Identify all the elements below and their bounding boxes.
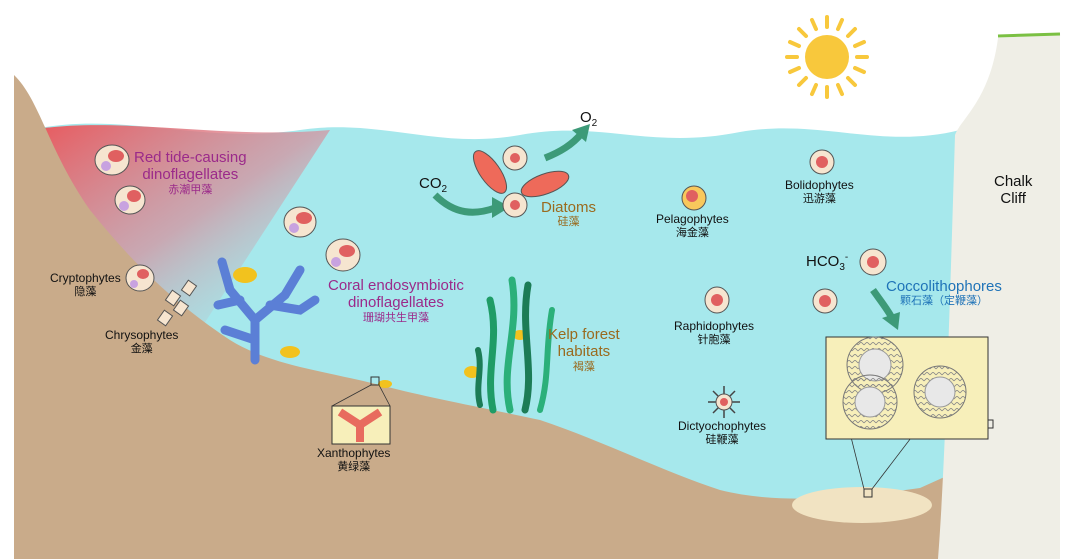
o2-main: O <box>580 109 592 126</box>
o2-label: O2 <box>580 109 597 130</box>
co2-main: CO <box>419 175 442 192</box>
cliff-grass <box>997 32 1061 38</box>
co2-label: CO2 <box>419 175 447 196</box>
red-tide-label: Red tide-causing dinoflagellates 赤潮甲藻 <box>134 149 247 196</box>
raphidophytes-en: Raphidophytes <box>674 319 755 333</box>
kelp-en: Kelp forest habitats <box>548 326 620 361</box>
chrysophyte-chain <box>156 279 198 327</box>
cryptophytes-en: Cryptophytes <box>50 271 121 285</box>
red-tide-cn: 赤潮甲藻 <box>168 183 213 196</box>
coccolith-marker <box>863 488 873 498</box>
chrysophytes-en: Chrysophytes <box>105 328 179 342</box>
xanthophytes-cn: 黄绿藻 <box>337 460 371 473</box>
hco3-main: HCO <box>806 253 840 270</box>
raphidophytes-cn: 针胞藻 <box>697 333 731 346</box>
co2-arrow-head <box>492 197 510 218</box>
coral-icon <box>213 257 320 365</box>
co2-arrow <box>432 192 497 216</box>
magnifier-inset-icon <box>331 405 391 445</box>
bolidophytes-cn: 迅游藻 <box>802 192 836 205</box>
chrysophytes-cn: 金藻 <box>130 342 153 355</box>
kelp-icon <box>475 276 555 414</box>
diatoms-label: Diatoms 硅藻 <box>541 199 596 229</box>
pelagophytes-en: Pelagophytes <box>656 212 729 226</box>
cryptophytes-label: Cryptophytes 隐藻 <box>50 271 121 298</box>
coral-cn: 珊瑚共生甲藻 <box>362 311 429 324</box>
diatoms-en: Diatoms <box>541 199 597 216</box>
pelagophytes-cn: 海金藻 <box>675 226 709 239</box>
dictyochophytes-en: Dictyochophytes <box>678 419 767 433</box>
dictyochophytes-cn: 硅鞭藻 <box>705 433 739 446</box>
coral-label: Coral endosymbiotic dinoflagellates 珊瑚共生… <box>328 277 464 324</box>
co2-sub: 2 <box>441 184 448 195</box>
hco3-sub: 3 <box>839 262 845 273</box>
coccolithophores-label: Coccolithophores 颗石藻（定鞭藻） <box>886 278 1002 308</box>
red-tide-en: Red tide-causing dinoflagellates <box>134 149 247 184</box>
dictyochophytes-label: Dictyochophytes 硅鞭藻 <box>678 419 767 446</box>
kelp-label: Kelp forest habitats 褐藻 <box>548 326 620 373</box>
cryptophytes-cn: 隐藻 <box>74 285 97 298</box>
raphidophytes-label: Raphidophytes 针胞藻 <box>674 319 755 346</box>
sun-icon <box>785 15 869 99</box>
seabed <box>14 75 960 559</box>
bolidophytes-en: Bolidophytes <box>785 178 854 192</box>
hco3-label: HCO3- <box>806 252 848 274</box>
xanthophyte-marker <box>370 376 380 386</box>
hco3-sup: - <box>844 252 849 263</box>
hco3-arrow-head <box>882 312 900 330</box>
coral-en: Coral endosymbiotic dinoflagellates <box>328 277 464 312</box>
chalk-cliff-label: Chalk Cliff <box>994 173 1033 208</box>
coccolithophores-en: Coccolithophores <box>886 278 1002 295</box>
xanthophytes-label: Xanthophytes 黄绿藻 <box>317 446 391 473</box>
bolidophytes-label: Bolidophytes 迅游藻 <box>785 178 854 205</box>
sand-pile <box>792 487 932 523</box>
pelagophytes-label: Pelagophytes 海金藻 <box>656 212 729 239</box>
kelp-cn: 褐藻 <box>572 360 595 373</box>
coccolith-icon <box>825 336 989 440</box>
chrysophytes-label: Chrysophytes 金藻 <box>105 328 179 355</box>
o2-sub: 2 <box>591 118 598 129</box>
dictyochophyte-cell <box>708 386 740 418</box>
xanthophytes-en: Xanthophytes <box>317 446 391 460</box>
coccolithophores-cn: 颗石藻（定鞭藻） <box>899 295 988 308</box>
diatoms-cn: 硅藻 <box>557 216 580 229</box>
o2-arrow-head <box>572 124 590 142</box>
